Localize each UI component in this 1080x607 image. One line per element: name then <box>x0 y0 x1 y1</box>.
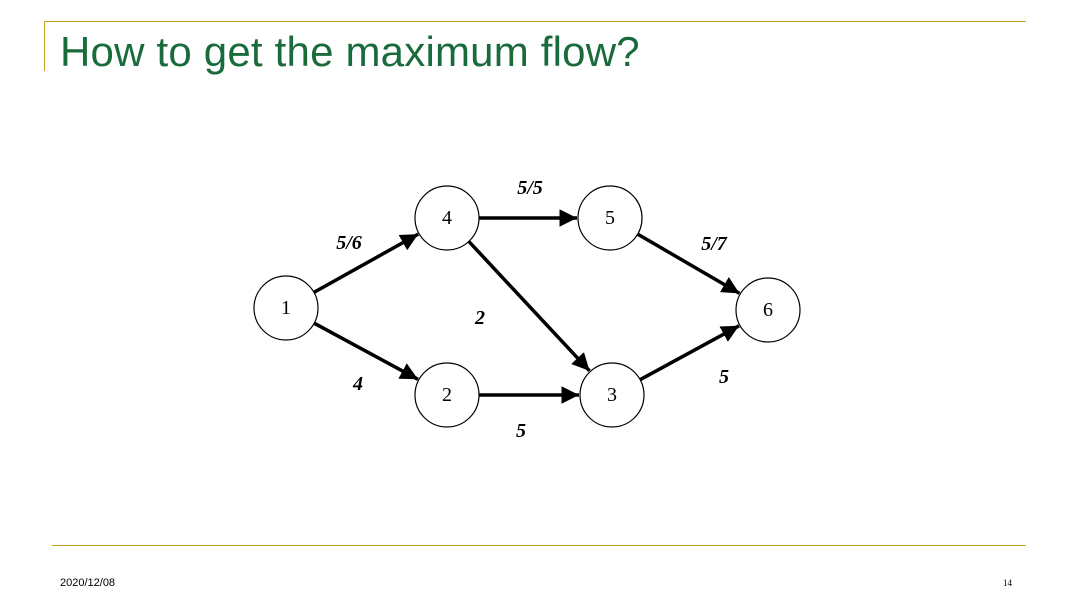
edge-label-3-6: 5 <box>719 366 729 388</box>
node-circle <box>735 277 801 343</box>
edge-label-2-3: 5 <box>516 420 526 442</box>
slide-title: How to get the maximum flow? <box>60 28 640 75</box>
node-circle <box>579 362 645 428</box>
node-3: 3 <box>579 362 645 428</box>
node-label: 3 <box>607 384 617 406</box>
node-1: 1 <box>253 275 319 341</box>
node-2: 2 <box>414 362 480 428</box>
edge-5-6 <box>636 232 741 295</box>
node-6: 6 <box>735 277 801 343</box>
node-circle <box>253 275 319 341</box>
edge-label-5-6: 5/7 <box>701 233 728 255</box>
page-number: 14 <box>1003 578 1012 588</box>
node-5: 5 <box>577 185 643 251</box>
node-label: 6 <box>763 299 773 321</box>
node-circle <box>577 185 643 251</box>
side-rule <box>44 21 45 71</box>
edge-label-4-3: 2 <box>474 307 485 329</box>
node-label: 5 <box>605 207 615 229</box>
node-label: 2 <box>442 384 452 406</box>
edge-label-1-4: 5/6 <box>336 232 362 254</box>
edges-layer <box>313 209 741 404</box>
node-circle <box>414 185 480 251</box>
node-label: 4 <box>442 207 452 229</box>
nodes-layer: 1 2 3 4 5 6 <box>253 185 801 428</box>
node-label: 1 <box>281 297 291 319</box>
node-4: 4 <box>414 185 480 251</box>
edge-1-2 <box>313 321 419 381</box>
edge-1-4 <box>313 232 420 294</box>
edge-4-3 <box>467 240 591 373</box>
bottom-rule <box>52 545 1026 546</box>
footer-date: 2020/12/08 <box>60 577 116 589</box>
edge-3-6 <box>639 324 740 382</box>
edge-labels-layer: 5/6 4 5/5 2 5 5/7 5 <box>336 177 729 442</box>
node-circle <box>414 362 480 428</box>
edge-label-1-2: 4 <box>352 373 363 395</box>
edge-label-4-5: 5/5 <box>517 177 543 199</box>
top-rule <box>44 21 1026 22</box>
